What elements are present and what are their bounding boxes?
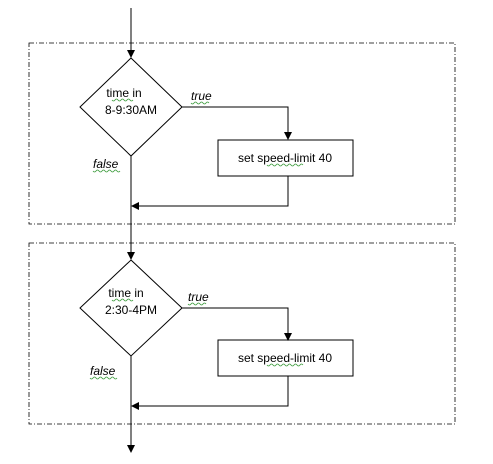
spell-underline [111, 98, 134, 102]
block1-action-label: set speed-limit 40 [238, 151, 332, 165]
block1-merge-connector [131, 176, 289, 210]
spell-underline [92, 169, 121, 173]
block1-true-connector [182, 106, 292, 140]
block1-true-label: true [191, 89, 212, 103]
spell-underline [266, 163, 304, 167]
block2-decision-line2: 2:30-4PM [105, 303, 157, 317]
block1-false-label: false [93, 157, 119, 171]
spell-underline [187, 302, 207, 306]
spell-underline [266, 363, 304, 367]
block1-decision-line1: time in [106, 86, 141, 100]
spell-underline [190, 101, 210, 105]
block1-frame [28, 42, 456, 225]
block2-false-label: false [90, 364, 116, 378]
block2-action-label: set speed-limit 40 [238, 351, 332, 365]
spell-underline [89, 376, 118, 380]
block1-action-box [217, 139, 354, 177]
block2-decision-line1: time in [108, 286, 143, 300]
block1-decision-line2: 8-9:30AM [105, 103, 157, 117]
block2-true-connector [182, 307, 292, 341]
spell-underline [111, 298, 134, 302]
block2-true-label: true [188, 290, 209, 304]
block2-frame [28, 242, 456, 425]
block2-action-box [217, 339, 354, 377]
block2-merge-connector [131, 376, 289, 410]
